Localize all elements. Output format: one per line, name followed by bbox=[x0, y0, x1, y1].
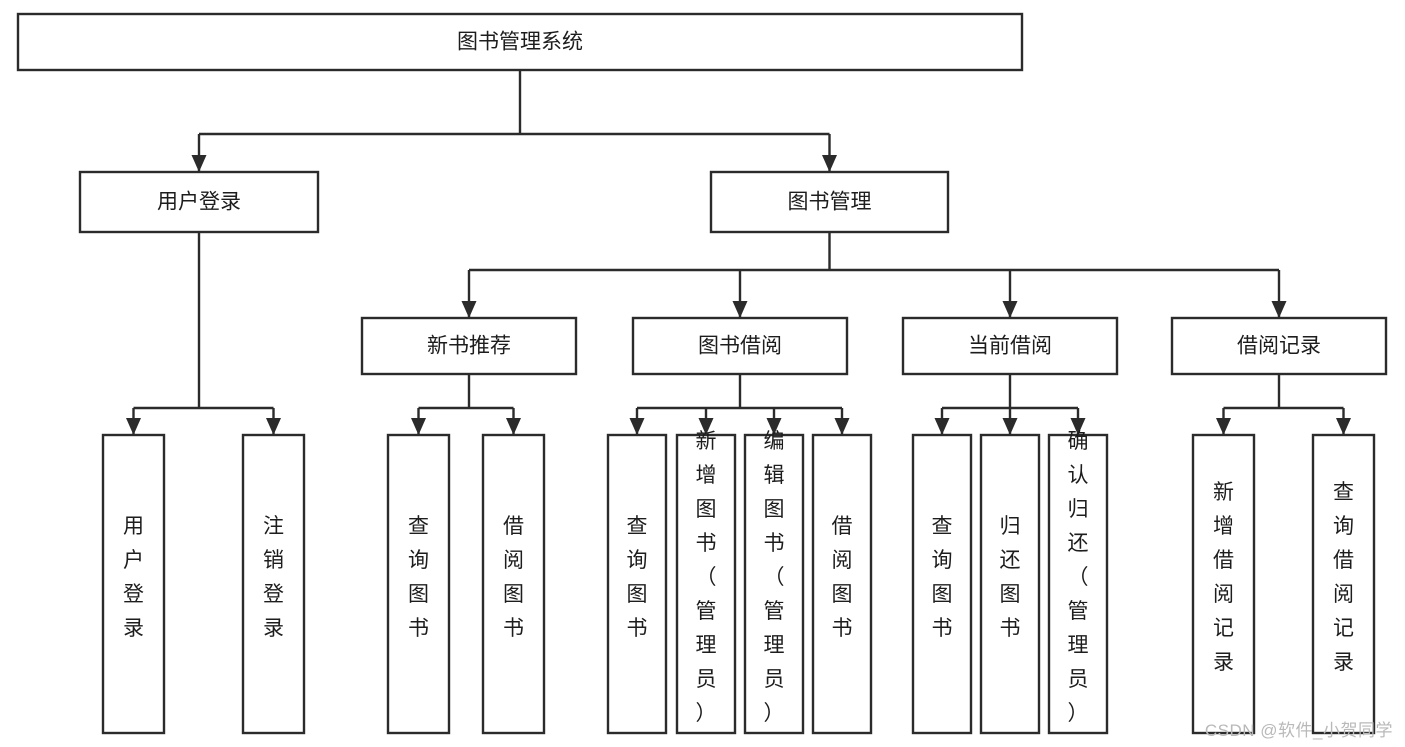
arrow-head-icon bbox=[266, 418, 281, 435]
arrow-head-icon bbox=[1070, 418, 1086, 435]
node-box-leaf-add-book-admin bbox=[675, 433, 737, 735]
node-leaf-borrow-book-recommend[interactable]: 借阅图书 bbox=[481, 433, 546, 735]
node-label-book-borrow: 图书借阅 bbox=[698, 335, 782, 358]
arrow-head-icon bbox=[191, 155, 207, 172]
arrow-head-icon bbox=[1336, 418, 1351, 435]
arrow-head-icon bbox=[1271, 301, 1287, 318]
node-box-leaf-edit-book-admin bbox=[743, 433, 805, 735]
node-label-leaf-return-book: 归还图书 bbox=[1000, 515, 1021, 640]
node-box-leaf-confirm-return-admin bbox=[1047, 433, 1109, 735]
node-label-leaf-borrow-book-recommend: 借阅图书 bbox=[503, 515, 524, 640]
node-label-leaf-query-borrow-record: 查询借阅记录 bbox=[1333, 481, 1354, 674]
arrow-head-icon bbox=[732, 301, 748, 318]
node-box-leaf-query-book-borrow bbox=[606, 433, 668, 735]
node-label-current-borrow: 当前借阅 bbox=[968, 335, 1052, 358]
node-leaf-add-book-admin[interactable]: 新增图书（管理员） bbox=[675, 430, 737, 735]
node-root[interactable]: 图书管理系统 bbox=[16, 12, 1024, 72]
connector-layer bbox=[126, 70, 1351, 435]
node-box-leaf-return-book bbox=[979, 433, 1041, 735]
node-box-user-login bbox=[78, 170, 320, 234]
node-borrow-record[interactable]: 借阅记录 bbox=[1170, 316, 1388, 376]
arrow-head-icon bbox=[1002, 418, 1018, 435]
node-book-manage[interactable]: 图书管理 bbox=[709, 170, 950, 234]
node-label-leaf-query-book-recommend: 查询图书 bbox=[408, 515, 429, 640]
node-leaf-edit-book-admin[interactable]: 编辑图书（管理员） bbox=[743, 430, 805, 735]
node-leaf-user-login[interactable]: 用户登录 bbox=[101, 433, 166, 735]
node-label-root: 图书管理系统 bbox=[457, 31, 583, 54]
node-box-leaf-add-borrow-record bbox=[1191, 433, 1256, 735]
node-leaf-logout[interactable]: 注销登录 bbox=[241, 433, 306, 735]
node-leaf-return-book[interactable]: 归还图书 bbox=[979, 433, 1041, 735]
node-leaf-query-book-borrow[interactable]: 查询图书 bbox=[606, 433, 668, 735]
arrow-head-icon bbox=[461, 301, 477, 318]
node-label-borrow-record: 借阅记录 bbox=[1237, 335, 1321, 358]
node-box-leaf-query-book-current bbox=[911, 433, 973, 735]
arrow-head-icon bbox=[411, 418, 426, 435]
node-current-borrow[interactable]: 当前借阅 bbox=[901, 316, 1119, 376]
arrow-head-icon bbox=[1216, 418, 1231, 435]
node-label-leaf-add-book-admin: 新增图书（管理员） bbox=[696, 430, 717, 725]
node-box-borrow-record bbox=[1170, 316, 1388, 376]
node-box-root bbox=[16, 12, 1024, 72]
node-label-leaf-edit-book-admin: 编辑图书（管理员） bbox=[764, 430, 785, 725]
node-label-leaf-confirm-return-admin: 确认归还（管理员） bbox=[1068, 430, 1089, 725]
node-box-book-borrow bbox=[631, 316, 849, 376]
node-label-user-login: 用户登录 bbox=[157, 191, 241, 214]
arrow-head-icon bbox=[629, 418, 645, 435]
node-box-leaf-borrow-book bbox=[811, 433, 873, 735]
node-leaf-confirm-return-admin[interactable]: 确认归还（管理员） bbox=[1047, 430, 1109, 735]
node-new-book-recommend[interactable]: 新书推荐 bbox=[360, 316, 578, 376]
node-label-leaf-user-login: 用户登录 bbox=[123, 515, 144, 640]
node-leaf-add-borrow-record[interactable]: 新增借阅记录 bbox=[1191, 433, 1256, 735]
node-leaf-borrow-book[interactable]: 借阅图书 bbox=[811, 433, 873, 735]
node-box-leaf-logout bbox=[241, 433, 306, 735]
node-label-leaf-logout: 注销登录 bbox=[263, 515, 284, 640]
arrow-head-icon bbox=[126, 418, 141, 435]
node-label-book-manage: 图书管理 bbox=[788, 191, 872, 214]
node-box-leaf-user-login bbox=[101, 433, 166, 735]
node-box-current-borrow bbox=[901, 316, 1119, 376]
node-label-leaf-query-book-borrow: 查询图书 bbox=[627, 515, 648, 640]
arrow-head-icon bbox=[698, 418, 714, 435]
node-user-login[interactable]: 用户登录 bbox=[78, 170, 320, 234]
node-label-leaf-borrow-book: 借阅图书 bbox=[832, 515, 853, 640]
node-book-borrow[interactable]: 图书借阅 bbox=[631, 316, 849, 376]
node-box-leaf-borrow-book-recommend bbox=[481, 433, 546, 735]
node-leaf-query-borrow-record[interactable]: 查询借阅记录 bbox=[1311, 433, 1376, 735]
node-leaf-query-book-recommend[interactable]: 查询图书 bbox=[386, 433, 451, 735]
arrow-head-icon bbox=[834, 418, 850, 435]
node-layer: 图书管理系统用户登录图书管理新书推荐图书借阅当前借阅借阅记录用户登录注销登录查询… bbox=[16, 12, 1388, 735]
arrow-head-icon bbox=[822, 155, 837, 172]
node-leaf-query-book-current[interactable]: 查询图书 bbox=[911, 433, 973, 735]
arrow-head-icon bbox=[506, 418, 521, 435]
arrow-head-icon bbox=[766, 418, 782, 435]
node-label-new-book-recommend: 新书推荐 bbox=[427, 335, 511, 358]
node-box-new-book-recommend bbox=[360, 316, 578, 376]
arrow-head-icon bbox=[1002, 301, 1018, 318]
node-label-leaf-query-book-current: 查询图书 bbox=[932, 515, 953, 640]
node-box-leaf-query-borrow-record bbox=[1311, 433, 1376, 735]
arrow-head-icon bbox=[934, 418, 950, 435]
node-label-leaf-add-borrow-record: 新增借阅记录 bbox=[1213, 481, 1234, 674]
node-box-leaf-query-book-recommend bbox=[386, 433, 451, 735]
node-box-book-manage bbox=[709, 170, 950, 234]
